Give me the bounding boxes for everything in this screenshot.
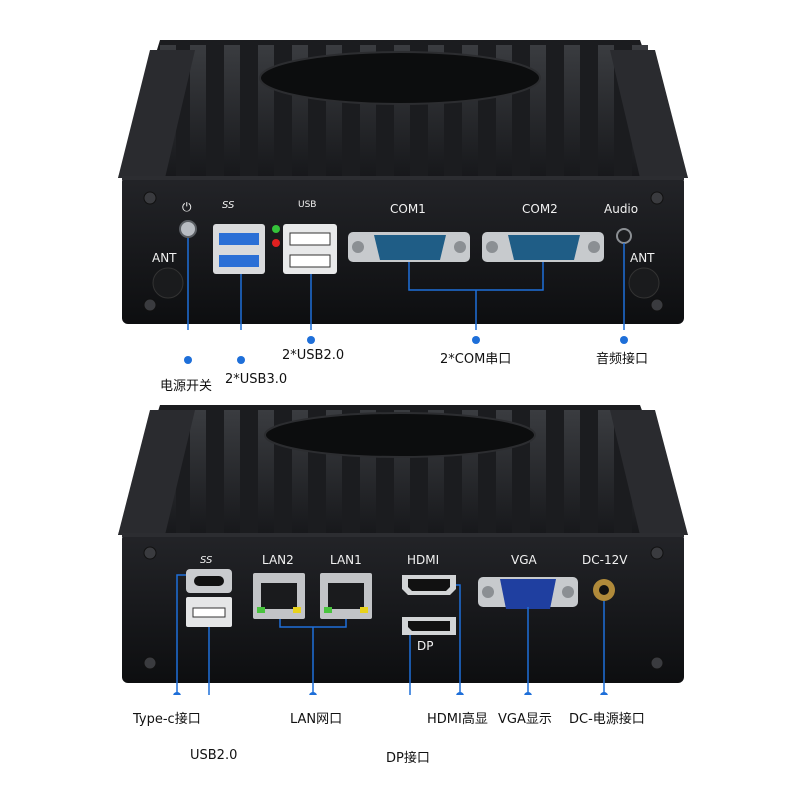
lan2-port[interactable] bbox=[253, 573, 305, 619]
typec-port[interactable] bbox=[186, 569, 232, 593]
label-audio: Audio bbox=[604, 202, 639, 216]
callout-dc: DC-电源接口 bbox=[569, 712, 645, 727]
top-device: ANT ANT COM1 COM2 Audio ⏻ SS USB bbox=[0, 0, 800, 330]
callout-usb2-rear: USB2.0 bbox=[190, 748, 238, 763]
callout-lan: LAN网口 bbox=[290, 712, 343, 727]
usb2-logo-icon: USB bbox=[298, 200, 317, 210]
label-dp: DP bbox=[417, 639, 434, 653]
top-chassis-drawing bbox=[118, 40, 688, 330]
label-ant-right: ANT bbox=[630, 251, 655, 265]
callout-typec: Type-c接口 bbox=[133, 712, 201, 727]
callout-hdmi: HDMI高显 bbox=[427, 712, 488, 727]
label-vga: VGA bbox=[511, 553, 537, 567]
callout-dp: DP接口 bbox=[386, 751, 430, 766]
label-com1: COM1 bbox=[390, 202, 426, 216]
hdmi-port[interactable] bbox=[402, 575, 456, 595]
led-green bbox=[272, 225, 280, 233]
label-com2: COM2 bbox=[522, 202, 558, 216]
dc-jack[interactable] bbox=[593, 579, 615, 601]
label-ant-left: ANT bbox=[152, 251, 177, 265]
usb3-logo-icon: SS bbox=[222, 200, 235, 211]
antenna-right-cap bbox=[628, 267, 660, 299]
usb3-rear-logo-icon: SS bbox=[200, 555, 213, 566]
top-callout-lines bbox=[187, 238, 625, 330]
usb2-ports[interactable] bbox=[283, 224, 337, 274]
bottom-heatsink bbox=[118, 405, 688, 538]
usb3-ports[interactable] bbox=[213, 224, 265, 274]
dp-port[interactable] bbox=[402, 617, 456, 635]
label-hdmi: HDMI bbox=[407, 553, 440, 567]
lan1-port[interactable] bbox=[320, 573, 372, 619]
audio-jack[interactable] bbox=[616, 228, 632, 244]
bottom-device: SS LAN2 LAN1 HDMI VGA DC-12V DP bbox=[0, 395, 800, 695]
bottom-callout-lines bbox=[176, 574, 605, 695]
power-button[interactable] bbox=[179, 220, 197, 238]
top-heatsink bbox=[118, 40, 688, 180]
bottom-callout-dots bbox=[173, 692, 608, 695]
power-symbol-icon: ⏻ bbox=[182, 200, 192, 214]
bottom-rear-panel bbox=[122, 533, 684, 683]
vga-port[interactable] bbox=[478, 577, 578, 609]
callout-audio: 音频接口 bbox=[596, 352, 649, 367]
bottom-panel-screws bbox=[143, 546, 664, 670]
callout-power-switch: 电源开关 bbox=[160, 379, 213, 394]
callout-vga: VGA显示 bbox=[498, 712, 552, 727]
com1-port[interactable] bbox=[348, 232, 470, 262]
com2-port[interactable] bbox=[482, 232, 604, 262]
usb2-rear-port[interactable] bbox=[186, 597, 232, 627]
label-dc-12v: DC-12V bbox=[582, 553, 628, 567]
callout-usb2: 2*USB2.0 bbox=[282, 348, 345, 363]
callout-com: 2*COM串口 bbox=[440, 352, 512, 367]
led-red bbox=[272, 239, 280, 247]
bottom-chassis-drawing bbox=[118, 405, 688, 695]
label-lan2: LAN2 bbox=[262, 553, 294, 567]
callout-usb3: 2*USB3.0 bbox=[225, 372, 288, 387]
antenna-left-cap bbox=[152, 267, 184, 299]
top-panel-screws bbox=[143, 191, 664, 312]
label-lan1: LAN1 bbox=[330, 553, 362, 567]
